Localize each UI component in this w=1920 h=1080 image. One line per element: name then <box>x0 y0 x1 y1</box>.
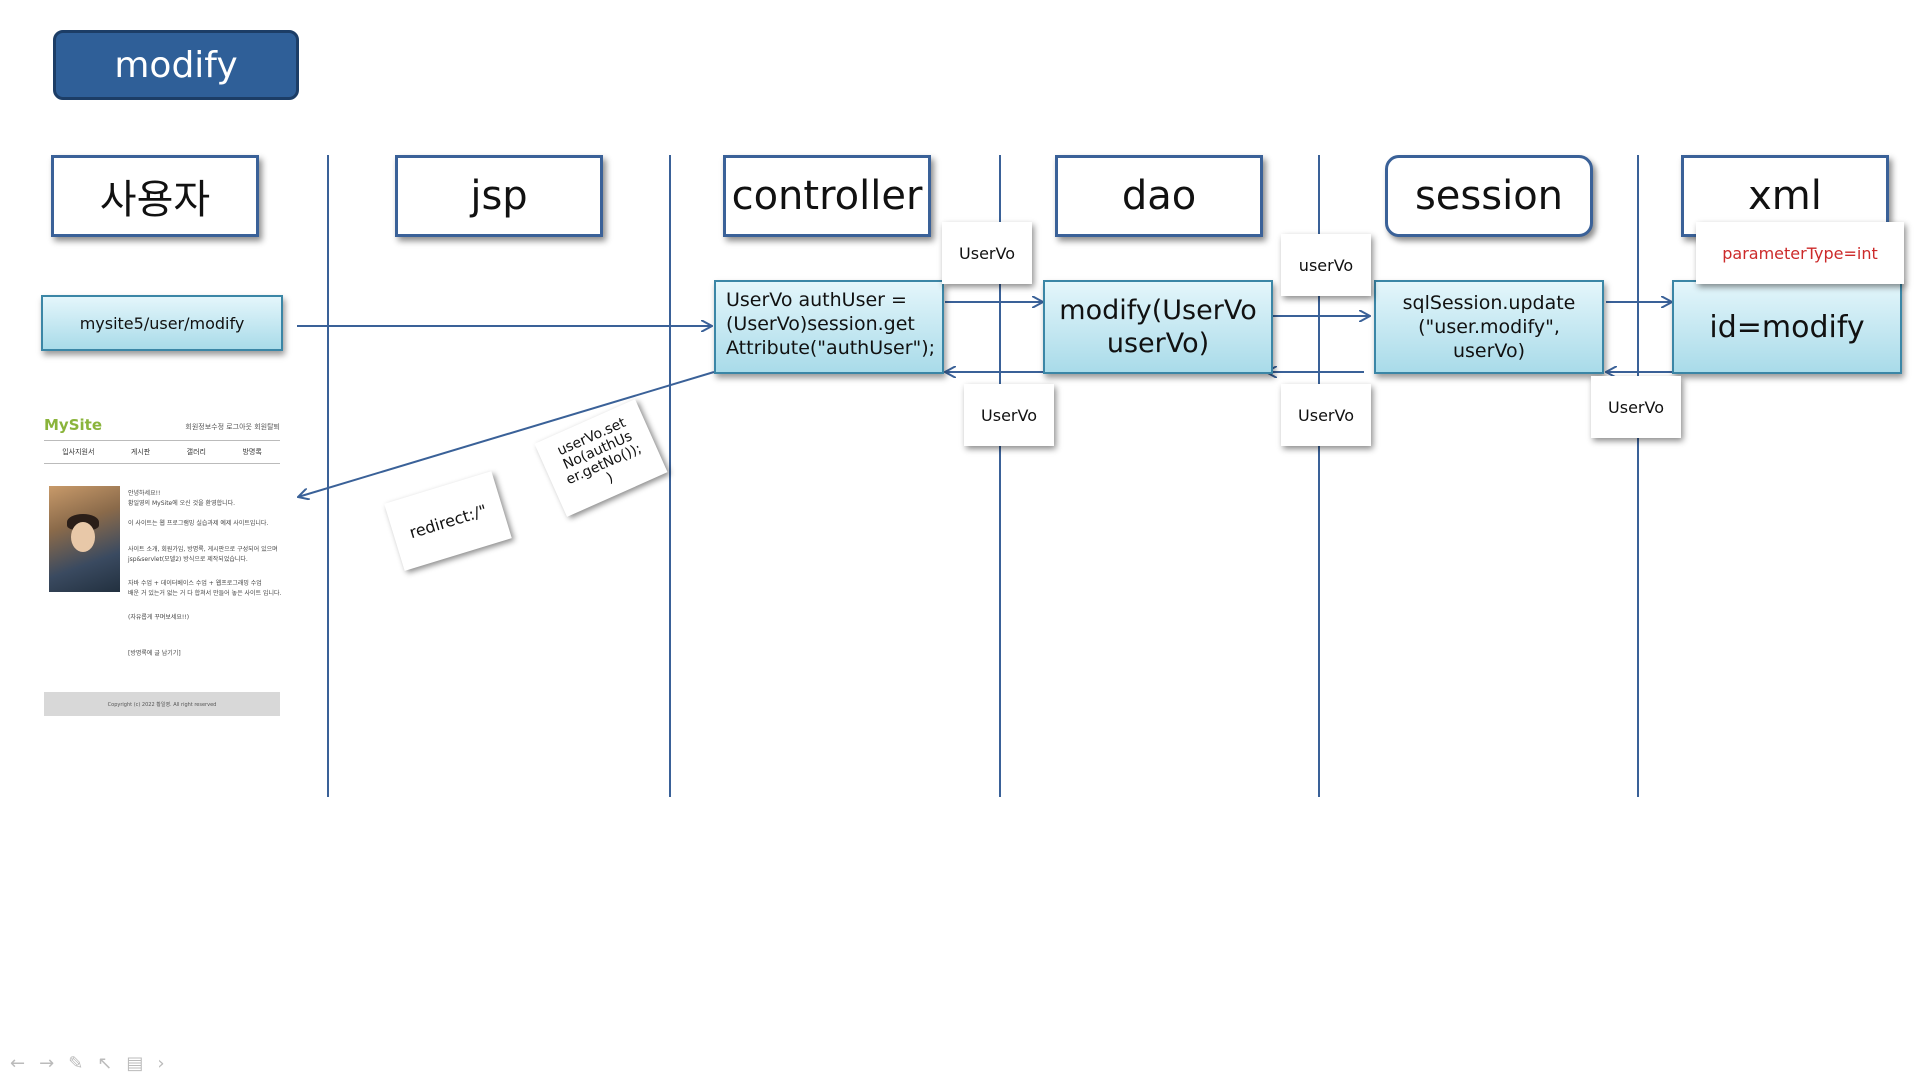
mini-text-line: 배운 거 있는거 없는 거 다 합쳐서 만들어 놓은 사이트 입니다. <box>128 590 282 597</box>
session-box: sqlSession.update ("user.modify", userVo… <box>1374 280 1604 374</box>
lifeline-5 <box>1637 155 1639 797</box>
note-setno-line-4: ) <box>604 469 616 487</box>
lane-dao: dao <box>1055 155 1263 237</box>
mini-text-line: 사이트 소개, 회원가입, 방명록, 게시판으로 구성되어 있으며 <box>128 546 278 553</box>
mini-menu-item: 갤러리 <box>186 448 206 456</box>
mini-text-line: [방명록에 글 남기기] <box>128 650 181 657</box>
mini-text-line: 이 사이트는 웹 프로그램밍 실습과제 예제 사이트입니다. <box>128 520 269 527</box>
mini-profile-photo <box>49 486 120 592</box>
note-parameter-type: parameterType=int <box>1696 222 1904 284</box>
note-ctrl-to-dao: UserVo <box>942 222 1032 284</box>
mini-footer: Copyright (c) 2022 황일영. All right reserv… <box>44 692 280 716</box>
lifeline-1 <box>327 155 329 797</box>
next-arrow-icon[interactable]: → <box>39 1053 55 1074</box>
xml-box: id=modify <box>1672 280 1902 374</box>
mini-text-line: 황일영의 MySite에 오신 것을 환영합니다. <box>128 500 236 507</box>
arrow-redirect <box>298 371 715 497</box>
lane-jsp: jsp <box>395 155 603 237</box>
diagram-title: modify <box>53 30 299 100</box>
controller-box: UserVo authUser = (UserVo)session.get At… <box>714 280 944 374</box>
session-line-3: userVo) <box>1452 340 1525 362</box>
session-line-2: ("user.modify", <box>1418 316 1560 338</box>
lane-session: session <box>1385 155 1593 237</box>
lane-controller: controller <box>723 155 931 237</box>
dao-box: modify(UserVo userVo) <box>1043 280 1273 374</box>
note-session-to-dao: UserVo <box>1281 384 1371 446</box>
pointer-icon[interactable]: ↖ <box>97 1053 113 1074</box>
dao-line-1: modify(UserVo <box>1059 295 1257 326</box>
mini-menu-item: 게시판 <box>130 448 151 456</box>
mini-text-line: (자유롭게 꾸며보세요!!) <box>128 614 190 621</box>
pen-icon[interactable]: ✎ <box>68 1053 84 1074</box>
controller-line-2: (UserVo)session.get <box>726 313 915 335</box>
request-box: mysite5/user/modify <box>41 295 283 351</box>
lifeline-4 <box>1318 155 1320 797</box>
controller-line-3: Attribute("authUser"); <box>726 337 936 359</box>
slides-icon[interactable]: ▤ <box>126 1053 144 1074</box>
slide-toolbar: ← → ✎ ↖ ▤ › <box>10 1053 165 1074</box>
mysite-preview: MySite 회원정보수정 로그아웃 회원탈퇴 입사지원서 게시판 갤러리 방명… <box>44 410 282 716</box>
mini-menubar: 입사지원서 게시판 갤러리 방명록 <box>44 440 280 464</box>
mini-topnav: 회원정보수정 로그아웃 회원탈퇴 <box>185 423 280 431</box>
more-icon[interactable]: › <box>157 1053 165 1074</box>
lifeline-3 <box>999 155 1001 797</box>
mini-menu-item: 방명록 <box>242 448 262 456</box>
lane-user: 사용자 <box>51 155 259 237</box>
mini-text-line: 자바 수업 + 데이터베이스 수업 + 웹프로그래밍 수업 <box>128 580 262 587</box>
mini-text-line: 안녕하세요!! <box>128 490 161 497</box>
mini-brand: MySite <box>44 416 102 434</box>
mini-menu-item: 입사지원서 <box>62 448 95 456</box>
prev-arrow-icon[interactable]: ← <box>10 1053 26 1074</box>
note-dao-to-session: userVo <box>1281 234 1371 296</box>
session-line-1: sqlSession.update <box>1402 292 1576 314</box>
note-dao-to-ctrl: UserVo <box>964 384 1054 446</box>
controller-line-1: UserVo authUser = <box>726 289 907 311</box>
note-xml-to-session: UserVo <box>1591 376 1681 438</box>
lifeline-2 <box>669 155 671 797</box>
mini-text-line: jsp&servlet(모델2) 방식으로 제작되었습니다. <box>128 556 248 563</box>
dao-line-2: userVo) <box>1106 328 1210 359</box>
